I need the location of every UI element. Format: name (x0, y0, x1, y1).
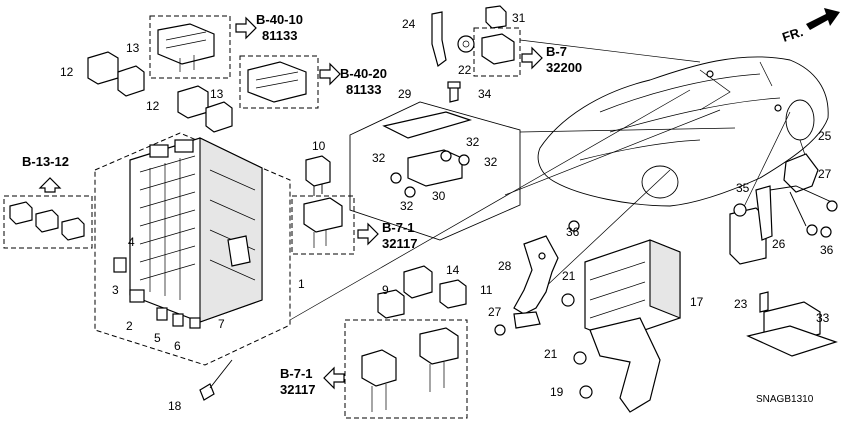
bolt-18 (199, 359, 233, 401)
callout-27b: 27 (818, 167, 832, 181)
callout-28: 28 (498, 259, 512, 273)
callout-12a: 12 (60, 65, 74, 79)
front-marker: FR. (780, 24, 805, 45)
ref-b7-1b-part: 32117 (280, 382, 315, 397)
callout-13b: 13 (210, 87, 224, 101)
callout-35: 35 (736, 181, 750, 195)
ref-b7-1a-code: B-7-1 (382, 220, 415, 235)
callout-23: 23 (734, 297, 748, 311)
diagram-code: SNAGB1310 (756, 394, 814, 405)
callout-5: 5 (154, 331, 161, 345)
callout-9: 9 (382, 283, 389, 297)
callout-12b: 12 (146, 99, 160, 113)
reference-arrow-icon (235, 16, 543, 390)
callout-13a: 13 (126, 41, 140, 55)
callout-32a: 32 (372, 151, 386, 165)
ref-b7-code: B-7 (546, 44, 567, 59)
sensor-bracket-28 (494, 220, 580, 336)
callout-32d: 32 (400, 199, 414, 213)
relay-10-group (291, 155, 355, 255)
callout-27a: 27 (488, 305, 502, 319)
callout-numbers: 1 2 3 4 5 6 7 9 10 11 12 12 13 13 14 17 … (60, 11, 834, 413)
callout-32c: 32 (484, 155, 498, 169)
ref-b40-20-code: B-40-20 (340, 66, 387, 81)
reference-labels: B-40-10 81133 B-40-20 81133 B-7 32200 B-… (22, 12, 582, 397)
front-direction-arrow-icon (806, 8, 840, 30)
callout-31: 31 (512, 11, 526, 25)
callout-11: 11 (480, 283, 493, 297)
ref-b13-12-code: B-13-12 (22, 154, 69, 169)
connector-group-b13-12 (3, 177, 93, 249)
fuse-box-assembly (94, 132, 291, 366)
callout-25: 25 (818, 129, 832, 143)
relay-cluster-9-14-11 (344, 265, 468, 419)
callout-18: 18 (168, 399, 182, 413)
connector-box-b40-20 (239, 55, 319, 109)
small-fuses (113, 257, 201, 329)
callout-30: 30 (432, 189, 446, 203)
callout-21a: 21 (562, 269, 576, 283)
relay-set-12-13 (87, 51, 233, 133)
callout-10: 10 (312, 139, 326, 153)
grommet-22 (457, 35, 475, 53)
module-33 (746, 291, 838, 357)
callout-34: 34 (478, 87, 492, 101)
callout-6: 6 (174, 339, 181, 353)
callout-33: 33 (816, 311, 830, 325)
ref-b7-part: 32200 (546, 60, 582, 75)
callout-32b: 32 (466, 135, 480, 149)
callout-17: 17 (690, 295, 704, 309)
callout-26: 26 (772, 237, 786, 251)
callout-2: 2 (126, 319, 133, 333)
callout-29: 29 (398, 87, 412, 101)
ref-b40-20-part: 81133 (346, 82, 381, 97)
callout-36b: 36 (820, 243, 834, 257)
ref-b40-10-code: B-40-10 (256, 12, 303, 27)
ref-b40-10-part: 81133 (262, 28, 297, 43)
ref-b7-1b-code: B-7-1 (280, 366, 313, 381)
callout-3: 3 (112, 283, 119, 297)
callout-22: 22 (458, 63, 472, 77)
callout-7: 7 (218, 317, 225, 331)
ref-b7-1a-part: 32117 (382, 236, 417, 251)
relay-31 (485, 5, 507, 29)
ecu-unit-17 (573, 239, 681, 413)
bracket-24 (431, 11, 447, 68)
sensor-assembly-25 (769, 153, 838, 236)
callout-1: 1 (298, 277, 305, 291)
callout-24: 24 (402, 17, 416, 31)
leader-lines (289, 39, 811, 321)
callout-14: 14 (446, 263, 460, 277)
callout-4: 4 (128, 235, 135, 249)
connector-box-b40-10 (149, 15, 231, 79)
module-bracket-group (349, 81, 521, 241)
callout-21b: 21 (544, 347, 558, 361)
callout-19: 19 (550, 385, 564, 399)
unit-26 (729, 185, 832, 265)
connector-b7 (473, 27, 521, 77)
callout-36a: 36 (566, 225, 580, 239)
vehicle-silhouette (537, 56, 829, 207)
